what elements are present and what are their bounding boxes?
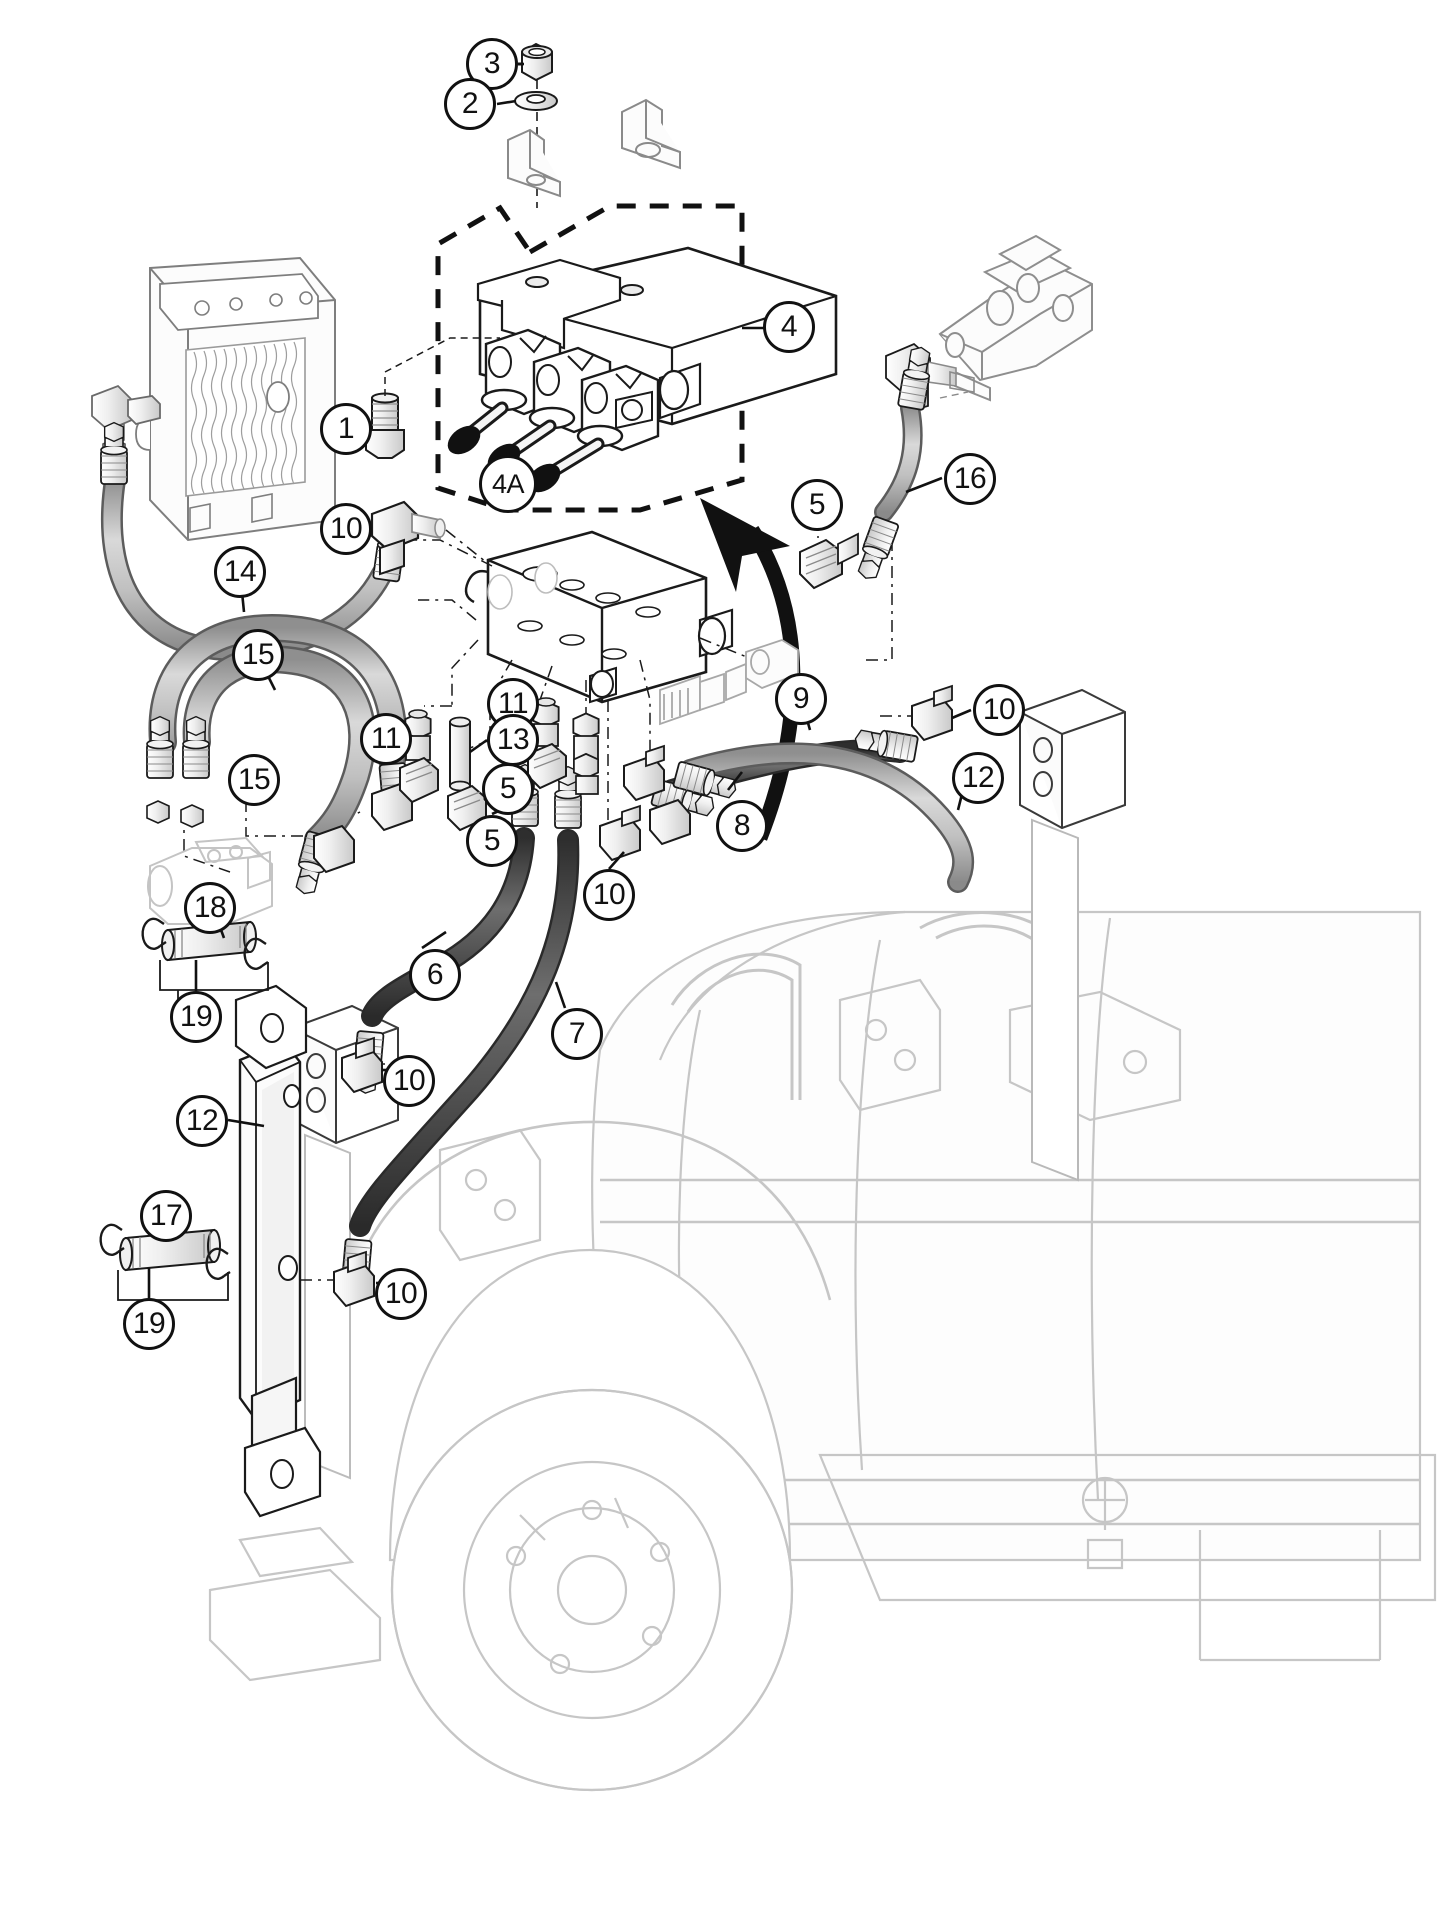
callout-2[interactable]: 2	[444, 78, 496, 130]
clevis-pin-18	[161, 920, 257, 962]
callout-4[interactable]: 4	[763, 301, 815, 353]
ghost-motor	[147, 836, 273, 925]
retaining-ring-19-upper	[141, 917, 269, 1010]
callout-13[interactable]: 13	[487, 714, 539, 766]
hose-15-ends	[147, 717, 413, 897]
trailer-frame	[208, 910, 1437, 1792]
lock-nut-3	[521, 42, 553, 82]
retaining-ring-19-lower	[99, 1223, 231, 1318]
cylinder-mount-posts	[291, 688, 1126, 1480]
callout-10-right[interactable]: 10	[973, 684, 1025, 736]
callout-5-a[interactable]: 5	[482, 763, 534, 815]
oil-cooler	[135, 256, 336, 542]
hose-9	[673, 742, 975, 893]
elbow-10-center-c	[649, 798, 691, 846]
valve-assembly-boundary	[435, 203, 745, 513]
elbow-10-right	[911, 684, 953, 742]
callout-19-upper[interactable]: 19	[170, 991, 222, 1043]
callout-11-b[interactable]: 11	[360, 713, 412, 765]
callout-5-right[interactable]: 5	[791, 479, 843, 531]
elbow-10-center	[599, 804, 641, 862]
callout-1[interactable]: 1	[320, 403, 372, 455]
callout-10-lower-left[interactable]: 10	[383, 1055, 435, 1107]
elbow-fitting-10-top	[370, 500, 487, 576]
callout-7[interactable]: 7	[551, 1008, 603, 1060]
oring-fitting-11-left	[404, 709, 432, 761]
callout-16[interactable]: 16	[944, 453, 996, 505]
callout-8[interactable]: 8	[716, 800, 768, 852]
hose-15-a	[148, 614, 408, 774]
elbow-10-center-b	[623, 744, 665, 802]
elbow-10-left-bottom	[333, 1250, 375, 1308]
hydraulic-cylinder-left	[234, 984, 322, 1518]
callout-18[interactable]: 18	[184, 882, 236, 934]
hydraulic-pump	[938, 234, 1093, 402]
elbow-10-left-lower	[341, 1036, 383, 1094]
hose-7	[340, 767, 581, 1303]
mounting-bracket-right	[621, 98, 681, 170]
callout-5-b[interactable]: 5	[466, 815, 518, 867]
callout-15-a[interactable]: 15	[232, 629, 284, 681]
callout-4a[interactable]: 4A	[479, 455, 537, 513]
spacer-13	[449, 716, 471, 792]
clevis-pin-17	[119, 1206, 221, 1272]
callout-6[interactable]: 6	[409, 949, 461, 1001]
callout-10-center[interactable]: 10	[583, 869, 635, 921]
adapter-5-a	[399, 756, 439, 804]
callout-17[interactable]: 17	[140, 1190, 192, 1242]
callout-12-right[interactable]: 12	[952, 752, 1004, 804]
manifold-block	[464, 530, 734, 704]
flat-washer-2	[514, 91, 558, 111]
callout-9[interactable]: 9	[775, 673, 827, 725]
cap-screw-1	[365, 337, 500, 459]
mounting-bracket-left	[507, 128, 561, 198]
hose-14-end-cooler	[101, 423, 127, 484]
oring-fitting-extra2	[573, 753, 599, 795]
quick-coupler-9	[659, 639, 799, 726]
callout-10-top[interactable]: 10	[320, 503, 372, 555]
callout-12-left[interactable]: 12	[176, 1095, 228, 1147]
callout-14[interactable]: 14	[214, 546, 266, 598]
hose-15-b	[182, 645, 377, 854]
callout-19-lower[interactable]: 19	[123, 1298, 175, 1350]
fitting-cluster	[399, 697, 691, 862]
callout-10-bottom[interactable]: 10	[375, 1268, 427, 1320]
callout-15-b[interactable]: 15	[228, 754, 280, 806]
valve-assembly	[476, 246, 838, 452]
hose-16	[854, 345, 935, 582]
